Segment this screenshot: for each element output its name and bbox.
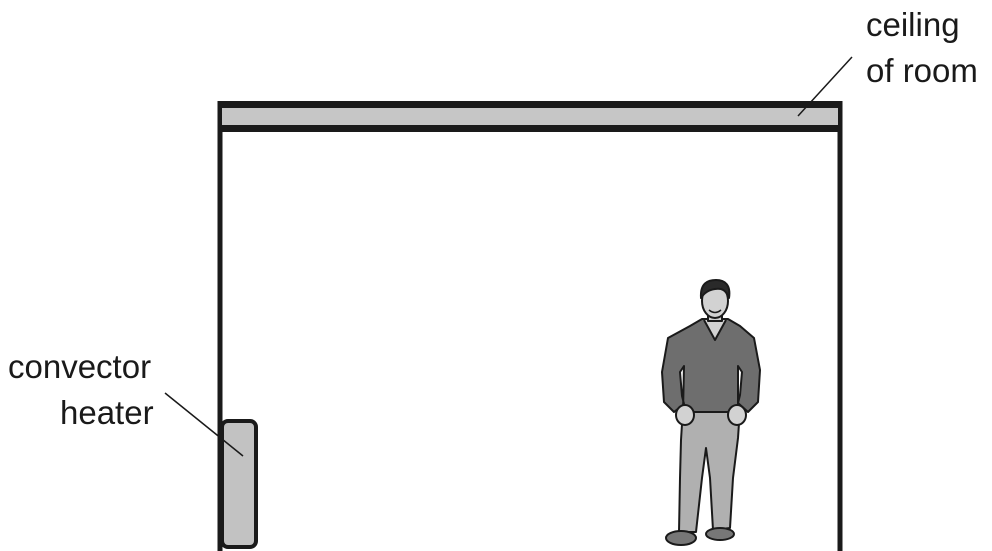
person-jeans	[679, 408, 740, 532]
ceiling	[218, 101, 842, 132]
ceiling-label-line2: of room	[866, 52, 978, 89]
convector-heater	[222, 421, 256, 547]
person-right-shoe	[706, 528, 734, 540]
person-right-hand	[728, 405, 746, 425]
person-figure	[662, 280, 760, 545]
room-outline	[220, 101, 840, 551]
heater-label-line1: convector	[8, 348, 151, 385]
person-left-shoe	[666, 531, 696, 545]
ceiling-label-line1: ceiling	[866, 6, 960, 43]
person-left-hand	[676, 405, 694, 425]
heater-label-line2: heater	[60, 394, 154, 431]
